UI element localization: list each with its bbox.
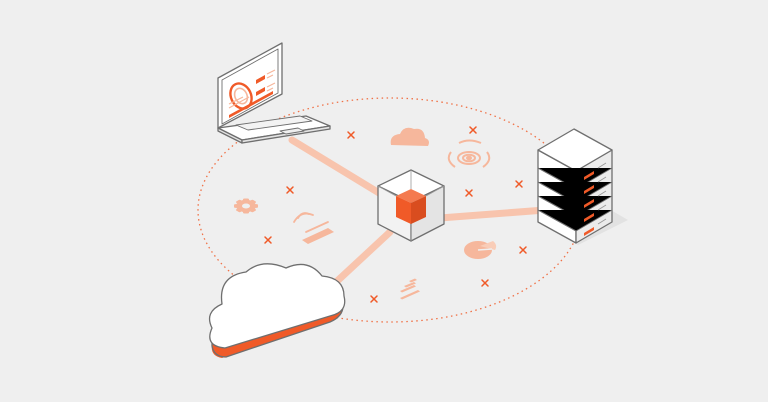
cross-mark-icon <box>465 189 473 197</box>
cross-mark-icon <box>286 186 294 194</box>
cross-mark-icon <box>264 236 272 244</box>
connectors <box>288 136 549 288</box>
gear-icon <box>234 198 258 214</box>
cross-mark-icon <box>481 279 489 287</box>
cross-mark-icon <box>370 295 378 303</box>
connector-hub-cloud <box>330 228 394 288</box>
cloud-icon <box>208 263 346 358</box>
connector-hub-server <box>436 206 549 222</box>
laptop-icon <box>217 42 331 144</box>
wifi-tag-icon <box>293 212 334 244</box>
target-icon <box>447 139 491 168</box>
bar-chart-icon <box>400 278 420 300</box>
small-cloud-icon <box>390 127 429 146</box>
cross-mark-icon <box>515 180 523 188</box>
connector-laptop-hub <box>288 136 388 200</box>
server-rack-icon <box>537 128 628 245</box>
cube-icon <box>377 169 445 242</box>
cross-mark-icon <box>469 126 477 134</box>
cross-mark-icon <box>519 246 527 254</box>
cross-mark-icon <box>347 131 355 139</box>
cross-marks <box>264 126 527 303</box>
pie-chart-icon <box>464 241 497 259</box>
